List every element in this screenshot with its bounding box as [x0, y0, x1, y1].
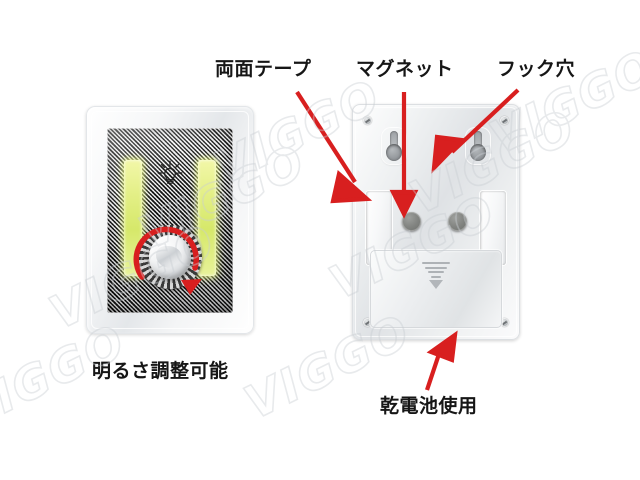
battery-compartment-door[interactable] — [370, 250, 502, 328]
screw-top-left — [363, 116, 372, 125]
screw-top-right — [500, 116, 509, 125]
hook-hole-neck — [474, 131, 482, 147]
circular-rotation-arrow-icon — [133, 226, 202, 295]
callout-label-magnet: マグネット — [356, 58, 454, 80]
callout-label-battery: 乾電池使用 — [380, 395, 478, 417]
hook-hole-bulb — [386, 144, 402, 161]
hook-hole-left — [385, 131, 403, 161]
callout-label-hook: フック穴 — [497, 58, 576, 80]
slide-open-arrow-icon — [422, 262, 450, 289]
hook-hole-bulb — [470, 144, 486, 161]
hook-hole-right — [469, 131, 487, 161]
product-front-view — [86, 106, 254, 334]
magnet-right — [448, 212, 467, 231]
magnet-left — [402, 212, 421, 231]
rotary-dimmer-knob[interactable] — [133, 220, 207, 295]
front-face-panel — [107, 128, 233, 313]
hook-hole-neck — [390, 131, 398, 147]
screw-bottom-right — [500, 318, 509, 327]
arrow-battery — [425, 330, 458, 391]
light-bulb-icon — [157, 160, 183, 184]
product-back-view — [352, 104, 520, 340]
callout-label-dimmer: 明るさ調整可能 — [92, 360, 229, 382]
callout-label-tape: 両面テープ — [215, 58, 312, 80]
